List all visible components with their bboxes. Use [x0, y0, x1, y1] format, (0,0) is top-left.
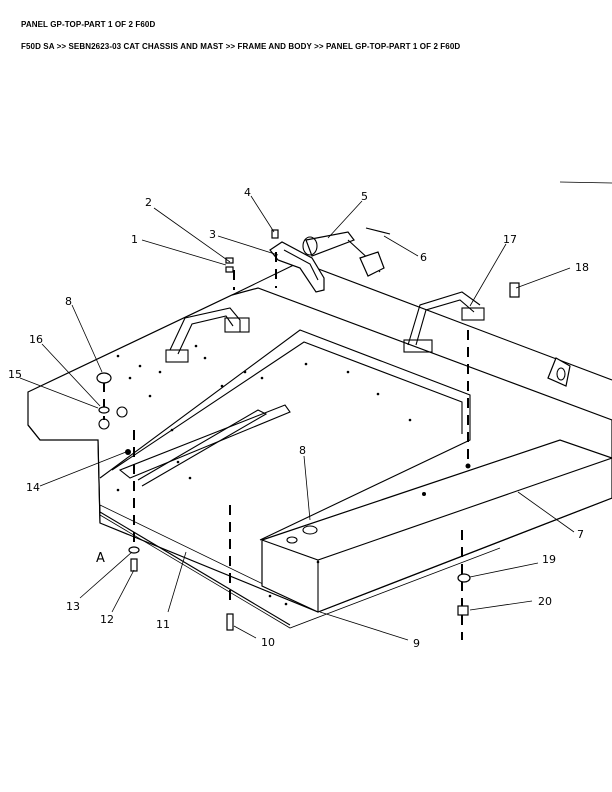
lower-plate-edge — [99, 505, 501, 629]
callout-2: 2 — [145, 196, 152, 209]
lower-plate-line — [99, 511, 291, 626]
callout-14: 14 — [26, 481, 40, 494]
callout-9: 9 — [413, 637, 420, 650]
callout-11: 11 — [156, 618, 170, 631]
callout-13: 13 — [66, 600, 80, 613]
panel-holes — [98, 344, 412, 606]
breadcrumb: F50D SA >> SEBN2623-03 CAT CHASSIS AND M… — [21, 42, 461, 51]
callout-17: 17 — [503, 233, 517, 246]
bracket-hole — [556, 367, 566, 381]
callout-8-right: 8 — [299, 444, 306, 457]
callout-4: 4 — [244, 186, 251, 199]
callout-19: 19 — [542, 553, 556, 566]
callout-15: 15 — [8, 368, 22, 381]
callout-18: 18 — [575, 261, 589, 274]
callout-7: 7 — [577, 528, 584, 541]
fasteners — [96, 229, 520, 631]
scan-edge-line — [559, 181, 612, 184]
part-17-handle — [403, 291, 485, 353]
callout-10: 10 — [261, 636, 275, 649]
raised-box-cover — [261, 439, 612, 613]
part-5-pin — [302, 231, 385, 277]
callout-5: 5 — [361, 190, 368, 203]
part-3-grip — [269, 241, 325, 293]
part-6-pin — [365, 227, 391, 235]
callout-8-left: 8 — [65, 295, 72, 308]
callout-1: 1 — [131, 233, 138, 246]
page-title: PANEL GP-TOP-PART 1 OF 2 F60D — [21, 20, 156, 29]
callout-12: 12 — [100, 613, 114, 626]
callout-16: 16 — [29, 333, 43, 346]
leader-lines — [19, 195, 575, 641]
mast-bracket — [547, 357, 571, 387]
callout-3: 3 — [209, 228, 216, 241]
callout-6: 6 — [420, 251, 427, 264]
parts-diagram: 1 2 3 4 5 6 7 8 8 9 10 11 12 13 14 15 16… — [8, 181, 612, 650]
plate-handle — [165, 307, 250, 363]
callout-20: 20 — [538, 595, 552, 608]
view-label-a: A — [96, 551, 105, 566]
